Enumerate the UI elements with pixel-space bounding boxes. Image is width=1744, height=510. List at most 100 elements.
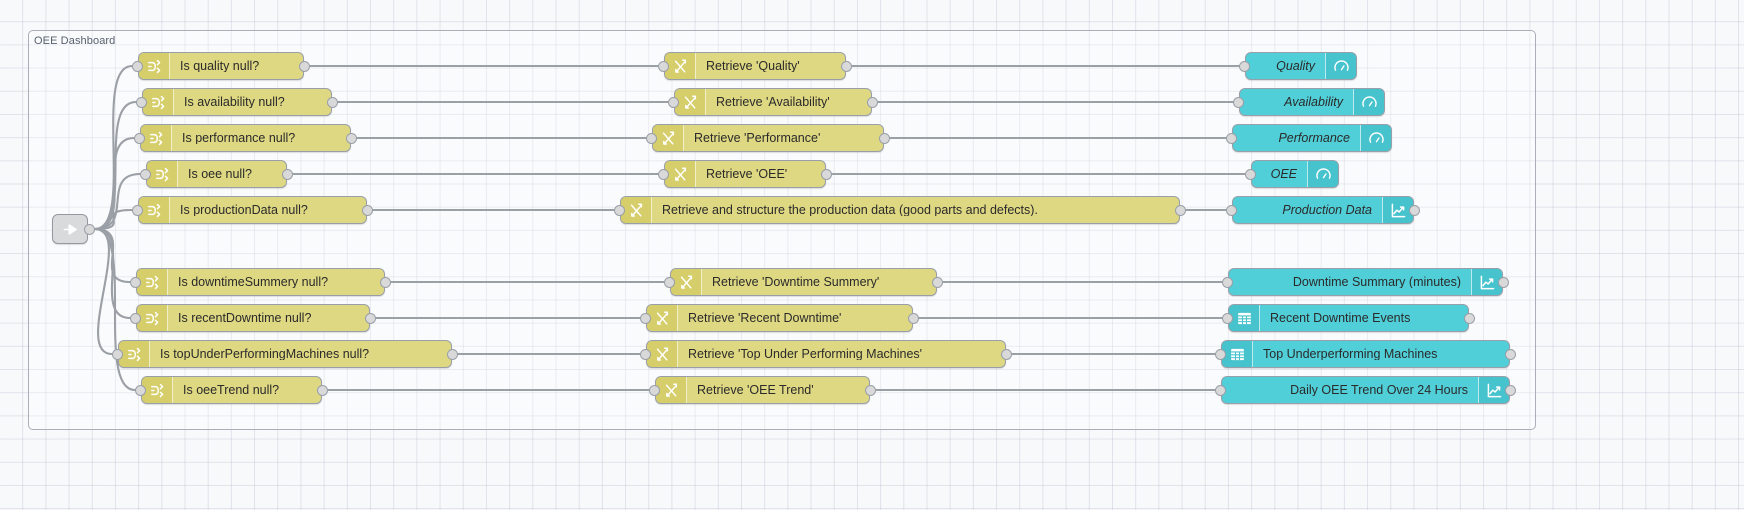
- change-node-availability[interactable]: Retrieve 'Availability': [674, 88, 872, 116]
- dashboard-output-port-recentDowntime[interactable]: [1464, 312, 1475, 324]
- change-node-performance[interactable]: Retrieve 'Performance': [652, 124, 884, 152]
- switch-input-port-oeeTrend[interactable]: [135, 384, 146, 396]
- change-icon: [675, 89, 706, 115]
- switch-input-port-topUnderPerformingMachines[interactable]: [112, 348, 123, 360]
- dashboard-input-port-topUnderPerformingMachines[interactable]: [1215, 348, 1226, 360]
- change-input-port-topUnderPerformingMachines[interactable]: [640, 348, 651, 360]
- change-output-port-performance[interactable]: [879, 132, 890, 144]
- switch-output-port-productionData[interactable]: [362, 204, 373, 216]
- dashboard-input-port-productionData[interactable]: [1226, 204, 1237, 216]
- change-icon: [656, 377, 687, 403]
- change-node-oee[interactable]: Retrieve 'OEE': [664, 160, 826, 188]
- change-node-recentDowntime-label: Retrieve 'Recent Downtime': [688, 311, 842, 325]
- change-input-port-recentDowntime[interactable]: [640, 312, 651, 324]
- switch-output-port-downtimeSummery[interactable]: [380, 276, 391, 288]
- inject-node[interactable]: [52, 214, 88, 244]
- change-icon: [653, 125, 684, 151]
- dashboard-input-port-oee[interactable]: [1245, 168, 1256, 180]
- change-node-availability-label: Retrieve 'Availability': [716, 95, 830, 109]
- change-output-port-topUnderPerformingMachines[interactable]: [1001, 348, 1012, 360]
- change-node-productionData[interactable]: Retrieve and structure the production da…: [620, 196, 1180, 224]
- change-input-port-quality[interactable]: [658, 60, 669, 72]
- dashboard-output-port-downtimeSummery[interactable]: [1498, 276, 1509, 288]
- switch-node-recentDowntime[interactable]: Is recentDowntime null?: [136, 304, 370, 332]
- change-input-port-oeeTrend[interactable]: [649, 384, 660, 396]
- dashboard-node-availability[interactable]: Availability: [1239, 88, 1385, 116]
- change-node-oeeTrend-label: Retrieve 'OEE Trend': [697, 383, 814, 397]
- change-output-port-recentDowntime[interactable]: [908, 312, 919, 324]
- switch-node-oeeTrend[interactable]: Is oeeTrend null?: [141, 376, 322, 404]
- switch-input-port-performance[interactable]: [134, 132, 145, 144]
- switch-icon: [137, 269, 168, 295]
- switch-output-port-recentDowntime[interactable]: [365, 312, 376, 324]
- change-input-port-downtimeSummery[interactable]: [664, 276, 675, 288]
- change-output-port-quality[interactable]: [841, 60, 852, 72]
- change-node-topUnderPerformingMachines[interactable]: Retrieve 'Top Under Performing Machines': [646, 340, 1006, 368]
- switch-input-port-oee[interactable]: [140, 168, 151, 180]
- gauge-icon: [1360, 125, 1391, 151]
- change-node-oeeTrend[interactable]: Retrieve 'OEE Trend': [655, 376, 870, 404]
- chart-icon: [1382, 197, 1413, 223]
- switch-node-productionData[interactable]: Is productionData null?: [138, 196, 367, 224]
- dashboard-node-quality[interactable]: Quality: [1245, 52, 1357, 80]
- inject-icon: [53, 215, 87, 243]
- dashboard-input-port-oeeTrend[interactable]: [1215, 384, 1226, 396]
- chart-icon: [1478, 377, 1509, 403]
- dashboard-input-port-quality[interactable]: [1239, 60, 1250, 72]
- switch-icon: [143, 89, 174, 115]
- dashboard-output-port-oeeTrend[interactable]: [1505, 384, 1516, 396]
- dashboard-input-port-recentDowntime[interactable]: [1222, 312, 1233, 324]
- switch-node-downtimeSummery-label: Is downtimeSummery null?: [178, 275, 329, 289]
- dashboard-output-port-topUnderPerformingMachines[interactable]: [1505, 348, 1516, 360]
- change-output-port-oeeTrend[interactable]: [865, 384, 876, 396]
- switch-node-productionData-label: Is productionData null?: [180, 203, 308, 217]
- change-input-port-availability[interactable]: [668, 96, 679, 108]
- change-input-port-performance[interactable]: [646, 132, 657, 144]
- switch-input-port-recentDowntime[interactable]: [130, 312, 141, 324]
- dashboard-node-downtimeSummery[interactable]: Downtime Summary (minutes): [1228, 268, 1503, 296]
- change-node-quality[interactable]: Retrieve 'Quality': [664, 52, 846, 80]
- change-output-port-productionData[interactable]: [1175, 204, 1186, 216]
- switch-input-port-downtimeSummery[interactable]: [130, 276, 141, 288]
- dashboard-input-port-downtimeSummery[interactable]: [1222, 276, 1233, 288]
- change-output-port-oee[interactable]: [821, 168, 832, 180]
- switch-output-port-availability[interactable]: [327, 96, 338, 108]
- dashboard-node-oeeTrend[interactable]: Daily OEE Trend Over 24 Hours: [1221, 376, 1510, 404]
- switch-output-port-performance[interactable]: [346, 132, 357, 144]
- switch-output-port-topUnderPerformingMachines[interactable]: [447, 348, 458, 360]
- switch-output-port-oeeTrend[interactable]: [317, 384, 328, 396]
- dashboard-node-topUnderPerformingMachines-label: Top Underperforming Machines: [1263, 347, 1438, 361]
- switch-node-topUnderPerformingMachines-label: Is topUnderPerformingMachines null?: [160, 347, 370, 361]
- switch-node-performance-label: Is performance null?: [182, 131, 296, 145]
- change-icon: [665, 53, 696, 79]
- change-output-port-downtimeSummery[interactable]: [932, 276, 943, 288]
- switch-input-port-availability[interactable]: [136, 96, 147, 108]
- switch-node-performance[interactable]: Is performance null?: [140, 124, 351, 152]
- change-input-port-productionData[interactable]: [614, 204, 625, 216]
- change-node-recentDowntime[interactable]: Retrieve 'Recent Downtime': [646, 304, 913, 332]
- switch-icon: [137, 305, 168, 331]
- dashboard-node-oee[interactable]: OEE: [1251, 160, 1339, 188]
- dashboard-node-recentDowntime[interactable]: Recent Downtime Events: [1228, 304, 1469, 332]
- dashboard-node-performance[interactable]: Performance: [1232, 124, 1392, 152]
- switch-output-port-oee[interactable]: [282, 168, 293, 180]
- change-node-topUnderPerformingMachines-label: Retrieve 'Top Under Performing Machines': [688, 347, 923, 361]
- dashboard-node-productionData[interactable]: Production Data: [1232, 196, 1414, 224]
- change-node-downtimeSummery[interactable]: Retrieve 'Downtime Summery': [670, 268, 937, 296]
- dashboard-node-topUnderPerformingMachines[interactable]: Top Underperforming Machines: [1221, 340, 1510, 368]
- switch-input-port-quality[interactable]: [132, 60, 143, 72]
- switch-node-topUnderPerformingMachines[interactable]: Is topUnderPerformingMachines null?: [118, 340, 452, 368]
- switch-node-oee[interactable]: Is oee null?: [146, 160, 287, 188]
- dashboard-input-port-performance[interactable]: [1226, 132, 1237, 144]
- dashboard-output-port-productionData[interactable]: [1409, 204, 1420, 216]
- switch-node-availability[interactable]: Is availability null?: [142, 88, 332, 116]
- dashboard-input-port-availability[interactable]: [1233, 96, 1244, 108]
- switch-input-port-productionData[interactable]: [132, 204, 143, 216]
- change-input-port-oee[interactable]: [658, 168, 669, 180]
- switch-output-port-quality[interactable]: [299, 60, 310, 72]
- switch-node-quality[interactable]: Is quality null?: [138, 52, 304, 80]
- inject-output-port[interactable]: [84, 223, 95, 235]
- switch-node-downtimeSummery[interactable]: Is downtimeSummery null?: [136, 268, 385, 296]
- change-output-port-availability[interactable]: [867, 96, 878, 108]
